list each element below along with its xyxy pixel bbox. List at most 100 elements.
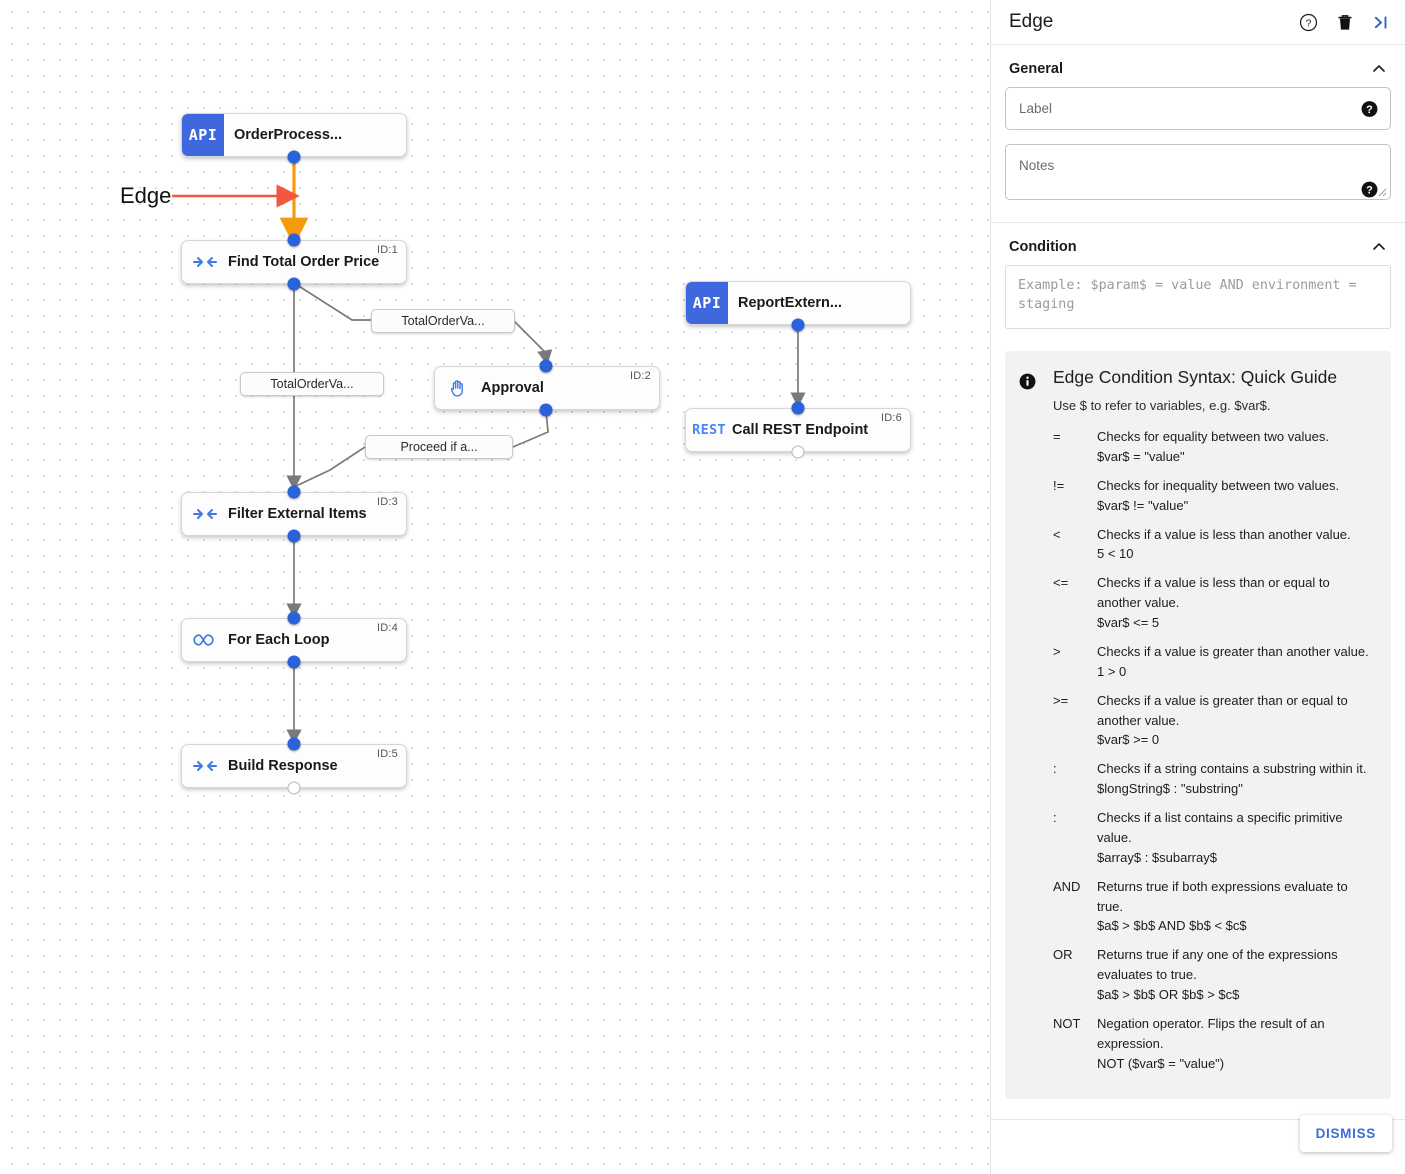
node-output-port[interactable]: [287, 150, 301, 164]
label-help-icon[interactable]: ?: [1361, 100, 1378, 117]
guide-operator-example: 1 > 0: [1097, 663, 1127, 679]
condition-placeholder: Example: $param$ = value AND environment…: [1018, 278, 1357, 313]
guide-operator-row: > Checks if a value is greater than anoth…: [1053, 642, 1375, 682]
condition-section-header[interactable]: Condition: [1005, 223, 1391, 265]
flow-node-label: Find Total Order Price: [228, 254, 380, 270]
flow-node-id: ID:3: [377, 496, 398, 508]
node-input-port[interactable]: [287, 233, 301, 247]
node-output-port[interactable]: [791, 445, 805, 459]
guide-operator-description: Checks if a string contains a substring …: [1097, 761, 1367, 777]
guide-operator-symbol: OR: [1053, 947, 1073, 963]
guide-operator-symbol: >: [1053, 643, 1061, 659]
api-badge: API: [182, 114, 224, 156]
flow-node-id: ID:2: [630, 370, 651, 382]
flow-node-orderprocess[interactable]: API OrderProcess...: [181, 113, 407, 157]
flow-node-id: ID:6: [881, 412, 902, 424]
node-input-port[interactable]: [287, 485, 301, 499]
guide-operator-symbol: :: [1053, 761, 1057, 777]
info-icon: [1019, 367, 1047, 1083]
general-section-header[interactable]: General: [1005, 45, 1391, 87]
edge-label-totalordervalue-left[interactable]: TotalOrderVa...: [240, 372, 384, 396]
guide-operator-row: >=Checks if a value is greater than or e…: [1053, 691, 1375, 751]
chevron-up-icon[interactable]: [1371, 61, 1387, 77]
guide-operator-description: Returns true if any one of the expressio…: [1097, 947, 1338, 983]
help-circle-icon[interactable]: ?: [1299, 13, 1318, 32]
guide-operator-example: NOT ($var$ = "value"): [1097, 1055, 1225, 1071]
guide-operator-example: $var$ = "value": [1097, 448, 1185, 464]
edge-label-totalordervalue-top[interactable]: TotalOrderVa...: [371, 309, 515, 333]
general-section-title: General: [1009, 61, 1063, 77]
guide-operator-row: NOT Negation operator. Flips the result o…: [1053, 1014, 1375, 1074]
guide-subtitle: Use $ to refer to variables, e.g. $var$.: [1053, 398, 1271, 413]
guide-operator-description: Checks if a value is greater than anothe…: [1097, 643, 1369, 659]
flow-node-label: OrderProcess...: [234, 127, 342, 143]
panel-header: Edge ?: [991, 0, 1405, 45]
collapse-panel-icon[interactable]: [1372, 13, 1391, 32]
guide-operator-symbol: AND: [1053, 878, 1081, 894]
flow-node-label: Call REST Endpoint: [732, 422, 869, 438]
guide-operator-example: $var$ != "value": [1097, 497, 1189, 513]
guide-operator-example: $a$ > $b$ AND $b$ < $c$: [1097, 918, 1247, 934]
flow-canvas[interactable]: Edge API OrderProcess... Find Total Orde…: [0, 0, 990, 1174]
flow-node-build-response[interactable]: Build Response ID:5: [181, 744, 407, 788]
dismiss-button[interactable]: DISMISS: [1299, 1115, 1392, 1152]
guide-operator-row: AND Returns true if both expressions eval…: [1053, 877, 1375, 937]
guide-operator-description: Returns true if both expressions evaluat…: [1097, 878, 1348, 914]
node-output-port[interactable]: [287, 655, 301, 669]
condition-section: Condition Example: $param$ = value AND e…: [991, 223, 1405, 329]
edge-annotation-label: Edge: [120, 183, 172, 208]
guide-operator-row: != Checks for inequality between two valu…: [1053, 476, 1375, 516]
rest-icon-text: REST: [692, 422, 726, 438]
edge-label-proceed-if[interactable]: Proceed if a...: [365, 435, 513, 459]
guide-operator-symbol: NOT: [1053, 1015, 1081, 1031]
flow-node-label: For Each Loop: [228, 632, 330, 648]
guide-operator-description: Checks for inequality between two values…: [1097, 477, 1340, 493]
guide-operator-example: $a$ > $b$ OR $b$ > $c$: [1097, 987, 1240, 1002]
node-output-port[interactable]: [287, 781, 301, 795]
node-input-port[interactable]: [287, 737, 301, 751]
infinity-icon: [182, 619, 228, 661]
edge-connections-layer: [172, 157, 806, 745]
flow-node-filter-external-items[interactable]: Filter External Items ID:3: [181, 492, 407, 536]
guide-operator-row: :Checks if a list contains a specific pr…: [1053, 808, 1375, 868]
svg-text:?: ?: [1366, 184, 1373, 196]
chevron-up-icon[interactable]: [1371, 239, 1387, 255]
node-input-port[interactable]: [539, 359, 553, 373]
flow-node-id: ID:1: [377, 244, 398, 256]
guide-operator-description: Checks if a value is less than another v…: [1097, 526, 1351, 542]
node-output-port[interactable]: [287, 529, 301, 543]
guide-operator-description: Checks for equality between two values.: [1097, 429, 1329, 444]
node-input-port[interactable]: [287, 611, 301, 625]
guide-operator-symbol: >=: [1053, 692, 1069, 708]
guide-operator-symbol: !=: [1053, 477, 1065, 493]
condition-section-title: Condition: [1009, 239, 1077, 255]
flow-node-id: ID:5: [377, 748, 398, 760]
notes-field[interactable]: Notes ?: [1005, 144, 1391, 200]
guide-operator-description: Negation operator. Flips the result of a…: [1097, 1015, 1325, 1051]
guide-operator-example: $longString$ : "substring": [1097, 781, 1243, 797]
guide-operator-example: $var$ >= 0: [1097, 732, 1160, 748]
section-divider: [991, 222, 1405, 223]
guide-operator-description: Checks if a list contains a specific pri…: [1097, 810, 1343, 845]
flow-node-reportextern[interactable]: API ReportExtern...: [685, 281, 911, 325]
guide-operator-description: Checks if a value is less than or equal …: [1097, 575, 1330, 611]
flow-node-label: Filter External Items: [228, 506, 367, 522]
guide-operator-example: $var$ <= 5: [1097, 615, 1160, 630]
condition-input[interactable]: Example: $param$ = value AND environment…: [1005, 265, 1391, 329]
node-output-port[interactable]: [539, 403, 553, 417]
trash-icon[interactable]: [1336, 13, 1354, 32]
flow-node-id: ID:4: [377, 622, 398, 634]
api-badge: API: [686, 282, 728, 324]
converge-arrows-icon: [182, 241, 228, 283]
label-field[interactable]: Label ?: [1005, 87, 1391, 130]
notes-help-icon[interactable]: ?: [1361, 181, 1378, 198]
node-input-port[interactable]: [791, 401, 805, 415]
guide-operator-row: <=Checks if a value is less than or equa…: [1053, 573, 1375, 633]
converge-arrows-icon: [182, 493, 228, 535]
guide-operator-row: =Checks for equality between two values.…: [1053, 427, 1375, 467]
guide-title: Edge Condition Syntax: Quick Guide: [1053, 367, 1338, 387]
node-output-port[interactable]: [287, 277, 301, 291]
general-section: General Label ? Notes ?: [991, 45, 1405, 214]
guide-operator-example: 5 < 10: [1097, 546, 1134, 562]
node-output-port[interactable]: [791, 318, 805, 332]
